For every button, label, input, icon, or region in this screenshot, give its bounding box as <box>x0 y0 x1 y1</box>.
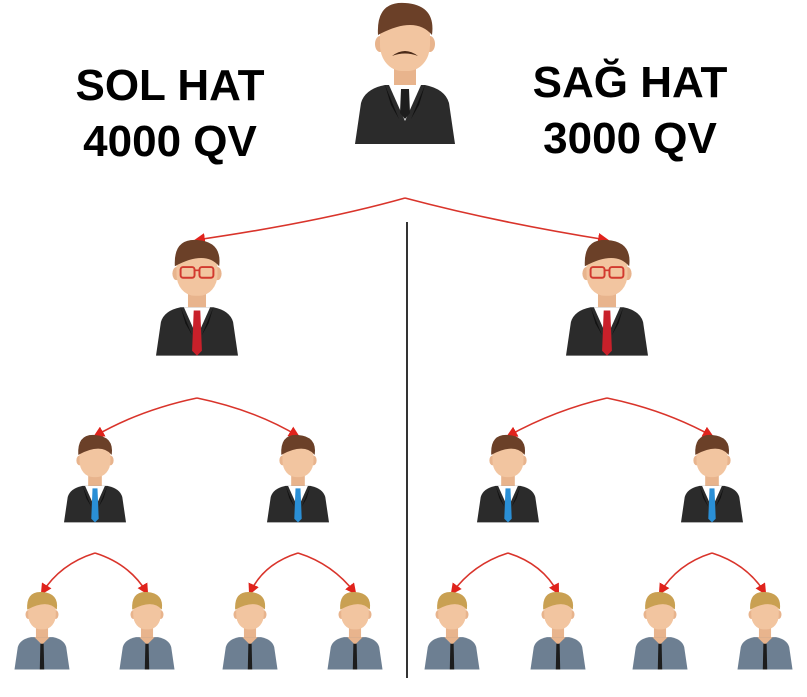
level3-person-icon-4 <box>327 591 383 670</box>
connector-top-left <box>193 197 406 245</box>
connector-l2-1-left <box>248 552 299 596</box>
connector-l2-3-left <box>658 552 713 595</box>
connector-l1a-right <box>196 397 300 438</box>
connector-top-right <box>404 197 610 245</box>
connector-lines <box>40 197 767 596</box>
right-line-volume: 3000 QV <box>543 114 717 163</box>
level3-person-icon-1 <box>14 591 70 670</box>
connector-l1a-left <box>93 397 198 438</box>
level2-person-icon-4 <box>681 434 743 523</box>
right-line-title: SAĞ HAT <box>532 58 728 107</box>
leader-person-icon <box>355 2 455 144</box>
connector-l1b-left <box>506 397 608 438</box>
level2-person-icon-3 <box>477 434 539 523</box>
level2-person-icon-2 <box>267 434 329 523</box>
level2-person-icon-1 <box>64 434 126 523</box>
connector-l2-2-right <box>507 552 560 595</box>
level3-person-icon-7 <box>632 591 688 670</box>
right-line-label: SAĞ HAT 3000 QV <box>495 55 765 167</box>
level3-person-icon-6 <box>530 591 586 670</box>
connector-l1b-right <box>606 397 714 438</box>
left-line-title: SOL HAT <box>75 61 265 110</box>
left-line-label: SOL HAT 4000 QV <box>40 58 300 170</box>
connector-l2-0-left <box>40 552 96 595</box>
connector-l2-0-right <box>94 552 149 595</box>
level1-left-person-icon <box>156 239 238 356</box>
level3-person-icon-8 <box>737 591 793 670</box>
left-line-volume: 4000 QV <box>83 117 257 166</box>
connector-l2-1-right <box>297 552 357 595</box>
connector-l2-2-left <box>450 552 509 595</box>
people-group <box>14 2 793 670</box>
connector-l2-3-right <box>711 552 767 595</box>
level3-person-icon-2 <box>119 591 175 670</box>
level1-right-person-icon <box>566 239 648 356</box>
level3-person-icon-3 <box>222 591 278 670</box>
level3-person-icon-5 <box>424 591 480 670</box>
